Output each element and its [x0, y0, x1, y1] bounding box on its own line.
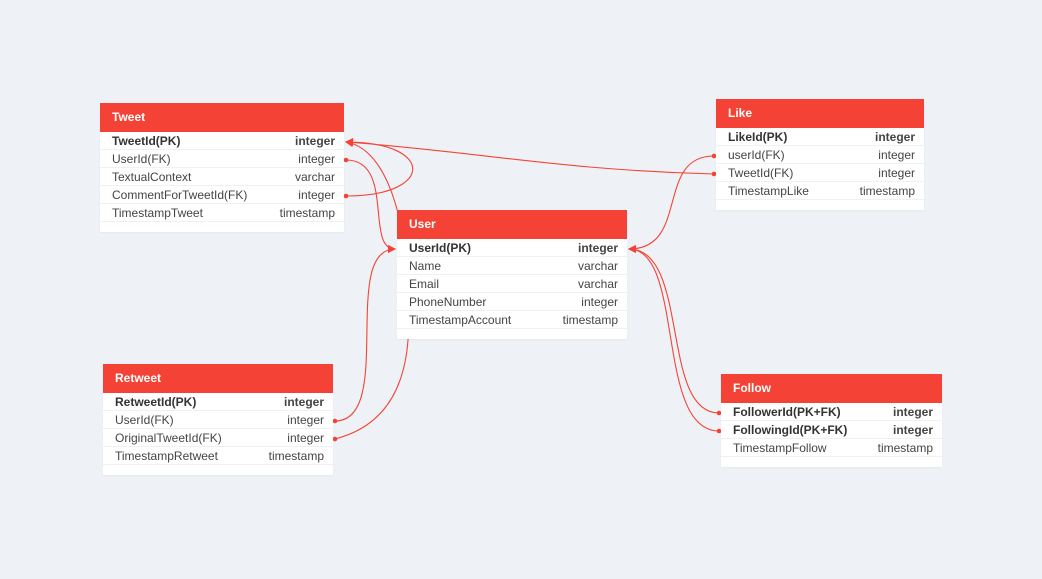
column-name: TweetId(PK) — [112, 133, 181, 148]
link-retweet-userid-to-user[interactable] — [334, 245, 396, 422]
column-name: CommentForTweetId(FK) — [112, 187, 248, 202]
column-row[interactable]: TweetId(PK) integer — [100, 132, 344, 150]
column-row[interactable]: RetweetId(PK) integer — [103, 393, 333, 411]
table-follow[interactable]: Follow FollowerId(PK+FK) integer Followi… — [721, 374, 942, 467]
connector-dot — [343, 157, 349, 163]
column-type: timestamp — [268, 448, 324, 463]
column-name: UserId(FK) — [115, 412, 174, 427]
column-name: Email — [409, 276, 440, 291]
column-type: integer — [287, 412, 324, 427]
column-name: TextualContext — [112, 169, 192, 184]
column-row[interactable]: PhoneNumber integer — [397, 293, 627, 311]
column-type: integer — [283, 394, 324, 409]
table-footer — [716, 200, 924, 210]
table-footer — [100, 222, 344, 232]
column-name: OriginalTweetId(FK) — [115, 430, 222, 445]
column-name: RetweetId(PK) — [115, 394, 197, 409]
link-follow-following-to-user[interactable] — [628, 245, 720, 432]
column-type: timestamp — [562, 312, 618, 327]
table-like[interactable]: Like LikeId(PK) integer userId(FK) integ… — [716, 99, 924, 210]
column-row[interactable]: FollowerId(PK+FK) integer — [721, 403, 942, 421]
column-row[interactable]: TimestampFollow timestamp — [721, 439, 942, 457]
column-type: integer — [878, 147, 915, 162]
column-type: integer — [298, 187, 335, 202]
column-row[interactable]: TimestampRetweet timestamp — [103, 447, 333, 465]
column-row[interactable]: TweetId(FK) integer — [716, 164, 924, 182]
column-type: timestamp — [859, 183, 915, 198]
column-name: FollowingId(PK+FK) — [733, 422, 848, 437]
link-like-userid-to-user[interactable] — [628, 155, 715, 253]
column-type: timestamp — [279, 205, 335, 220]
table-footer — [721, 457, 942, 467]
connector-dot — [716, 410, 722, 416]
connector-dot — [332, 418, 338, 424]
link-like-tweetid-to-tweet[interactable] — [345, 138, 715, 175]
column-type: integer — [577, 240, 618, 255]
table-like-title[interactable]: Like — [716, 99, 924, 128]
column-type: integer — [874, 129, 915, 144]
column-row[interactable]: userId(FK) integer — [716, 146, 924, 164]
column-row[interactable]: TimestampTweet timestamp — [100, 204, 344, 222]
column-name: userId(FK) — [728, 147, 785, 162]
table-user-title[interactable]: User — [397, 210, 627, 239]
column-type: integer — [581, 294, 618, 309]
column-name: Name — [409, 258, 442, 273]
column-row[interactable]: LikeId(PK) integer — [716, 128, 924, 146]
column-type: integer — [298, 151, 335, 166]
column-type: integer — [892, 422, 933, 437]
table-footer — [397, 329, 627, 339]
column-row[interactable]: UserId(FK) integer — [103, 411, 333, 429]
table-footer — [103, 465, 333, 475]
column-type: timestamp — [877, 440, 933, 455]
column-name: PhoneNumber — [409, 294, 487, 309]
column-type: integer — [287, 430, 324, 445]
connector-dot — [711, 171, 717, 177]
column-row[interactable]: FollowingId(PK+FK) integer — [721, 421, 942, 439]
table-retweet-title[interactable]: Retweet — [103, 364, 333, 393]
column-row[interactable]: TimestampLike timestamp — [716, 182, 924, 200]
column-type: varchar — [577, 258, 618, 273]
column-name: LikeId(PK) — [728, 129, 788, 144]
connector-dot — [716, 428, 722, 434]
table-user[interactable]: User UserId(PK) integer Name varchar Ema… — [397, 210, 627, 339]
table-follow-title[interactable]: Follow — [721, 374, 942, 403]
column-name: TweetId(FK) — [728, 165, 794, 180]
connector-dot — [343, 193, 349, 199]
column-row[interactable]: Name varchar — [397, 257, 627, 275]
link-tweet-comment-to-tweet[interactable] — [345, 138, 414, 197]
column-type: varchar — [294, 169, 335, 184]
column-type: integer — [878, 165, 915, 180]
column-row[interactable]: OriginalTweetId(FK) integer — [103, 429, 333, 447]
column-row[interactable]: Email varchar — [397, 275, 627, 293]
link-tweet-userid-to-user[interactable] — [345, 159, 396, 253]
column-type: integer — [294, 133, 335, 148]
table-tweet-title[interactable]: Tweet — [100, 103, 344, 132]
column-name: TimestampFollow — [733, 440, 827, 455]
column-name: TimestampLike — [728, 183, 809, 198]
column-name: TimestampTweet — [112, 205, 203, 220]
column-type: varchar — [577, 276, 618, 291]
link-follow-follower-to-user[interactable] — [628, 245, 720, 414]
column-name: UserId(FK) — [112, 151, 171, 166]
column-name: UserId(PK) — [409, 240, 472, 255]
table-retweet[interactable]: Retweet RetweetId(PK) integer UserId(FK)… — [103, 364, 333, 475]
connector-dot — [711, 153, 717, 159]
column-type: integer — [892, 404, 933, 419]
table-tweet[interactable]: Tweet TweetId(PK) integer UserId(FK) int… — [100, 103, 344, 232]
column-name: TimestampRetweet — [115, 448, 218, 463]
column-row[interactable]: CommentForTweetId(FK) integer — [100, 186, 344, 204]
column-row[interactable]: TextualContext varchar — [100, 168, 344, 186]
connector-dot — [332, 436, 338, 442]
column-row[interactable]: UserId(PK) integer — [397, 239, 627, 257]
column-row[interactable]: UserId(FK) integer — [100, 150, 344, 168]
column-row[interactable]: TimestampAccount timestamp — [397, 311, 627, 329]
column-name: TimestampAccount — [409, 312, 512, 327]
column-name: FollowerId(PK+FK) — [733, 404, 841, 419]
